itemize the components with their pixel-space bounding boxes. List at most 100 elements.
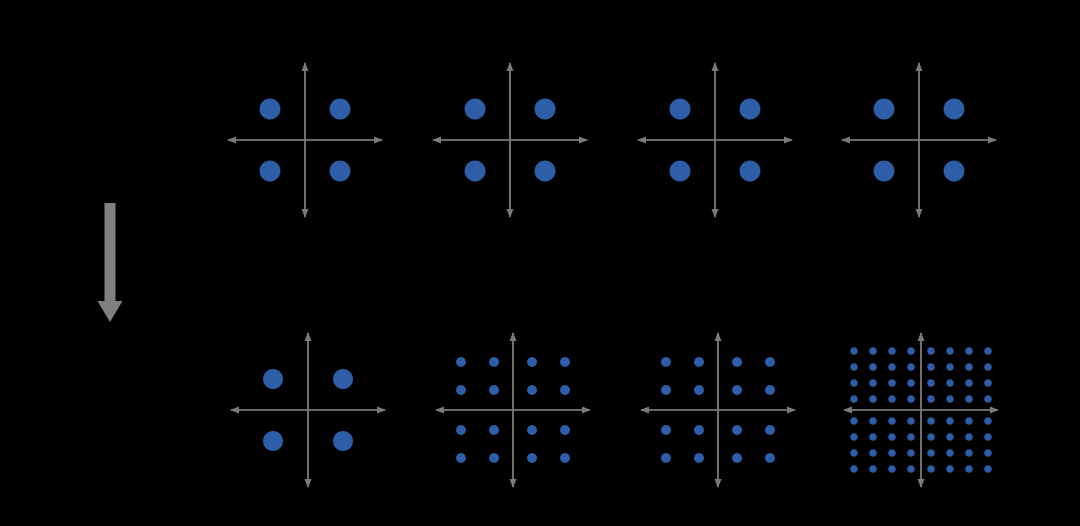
constellation-point: [765, 357, 775, 367]
constellation-point: [965, 395, 973, 403]
constellation-qpsk-top-3: [637, 62, 793, 218]
constellation-point: [965, 417, 973, 425]
constellation-point: [259, 98, 281, 120]
constellation-point: [946, 395, 954, 403]
constellation-point: [869, 433, 877, 441]
constellation-point: [534, 160, 556, 182]
constellation-point: [873, 160, 895, 182]
constellation-point: [560, 453, 570, 463]
constellation-point: [732, 453, 742, 463]
constellation-qpsk-top-2: [432, 62, 588, 218]
constellation-point: [869, 417, 877, 425]
constellation-point: [765, 453, 775, 463]
constellation-point: [965, 465, 973, 473]
constellation-point: [333, 431, 353, 451]
constellation-layer: [227, 62, 999, 488]
constellation-point: [927, 417, 935, 425]
constellation-point: [329, 160, 351, 182]
constellation-point: [456, 385, 466, 395]
constellation-point: [694, 385, 704, 395]
constellation-qpsk-bottom-1: [230, 332, 386, 488]
constellation-point: [329, 98, 351, 120]
constellation-point: [732, 425, 742, 435]
constellation-point: [888, 449, 896, 457]
constellation-point: [694, 453, 704, 463]
constellation-point: [560, 425, 570, 435]
constellation-point: [869, 347, 877, 355]
constellation-point: [732, 385, 742, 395]
constellation-point: [873, 98, 895, 120]
constellation-point: [869, 449, 877, 457]
constellation-point: [527, 453, 537, 463]
constellation-point: [765, 425, 775, 435]
constellation-qpsk-top-1: [227, 62, 383, 218]
constellation-point: [661, 453, 671, 463]
constellation-point: [694, 425, 704, 435]
constellation-point: [850, 449, 858, 457]
constellation-point: [456, 453, 466, 463]
constellation-point: [946, 465, 954, 473]
constellation-point: [850, 347, 858, 355]
constellation-point: [907, 379, 915, 387]
constellation-point: [869, 379, 877, 387]
constellation-point: [943, 160, 965, 182]
constellation-point: [984, 379, 992, 387]
constellation-point: [560, 357, 570, 367]
constellation-point: [927, 363, 935, 371]
constellation-point: [965, 379, 973, 387]
constellation-point: [456, 425, 466, 435]
constellation-point: [869, 363, 877, 371]
constellation-point: [732, 357, 742, 367]
constellation-point: [888, 417, 896, 425]
constellation-point: [965, 347, 973, 355]
constellation-point: [464, 98, 486, 120]
constellation-point: [489, 425, 499, 435]
constellation-point: [927, 395, 935, 403]
constellation-16qam-bottom-2: [435, 332, 591, 488]
constellation-point: [661, 357, 671, 367]
constellation-point: [489, 385, 499, 395]
constellation-point: [907, 465, 915, 473]
constellation-point: [850, 395, 858, 403]
constellation-point: [946, 379, 954, 387]
constellation-point: [927, 433, 935, 441]
constellation-16qam-bottom-3: [640, 332, 796, 488]
constellation-point: [661, 385, 671, 395]
constellation-point: [850, 363, 858, 371]
constellation-point: [850, 379, 858, 387]
constellation-point: [984, 363, 992, 371]
constellation-point: [464, 160, 486, 182]
constellation-point: [669, 160, 691, 182]
constellation-point: [927, 449, 935, 457]
constellation-point: [869, 465, 877, 473]
constellation-point: [888, 433, 896, 441]
constellation-point: [927, 347, 935, 355]
constellation-point: [965, 363, 973, 371]
constellation-point: [527, 357, 537, 367]
row-top: [227, 62, 997, 218]
constellation-qpsk-top-4: [841, 62, 997, 218]
constellation-point: [888, 465, 896, 473]
downward-flow-arrow: [97, 203, 123, 322]
constellation-point: [527, 425, 537, 435]
constellation-point: [907, 433, 915, 441]
constellation-point: [739, 160, 761, 182]
constellation-point: [661, 425, 671, 435]
constellation-point: [669, 98, 691, 120]
constellation-point: [907, 417, 915, 425]
constellation-point: [984, 433, 992, 441]
constellation-point: [560, 385, 570, 395]
constellation-point: [869, 395, 877, 403]
constellation-point: [984, 347, 992, 355]
constellation-point: [907, 449, 915, 457]
constellation-point: [888, 379, 896, 387]
constellation-point: [527, 385, 537, 395]
constellation-point: [984, 465, 992, 473]
constellation-point: [927, 465, 935, 473]
constellation-point: [888, 347, 896, 355]
constellation-64qam-bottom-4: [843, 332, 999, 488]
constellation-point: [946, 433, 954, 441]
constellation-point: [984, 395, 992, 403]
